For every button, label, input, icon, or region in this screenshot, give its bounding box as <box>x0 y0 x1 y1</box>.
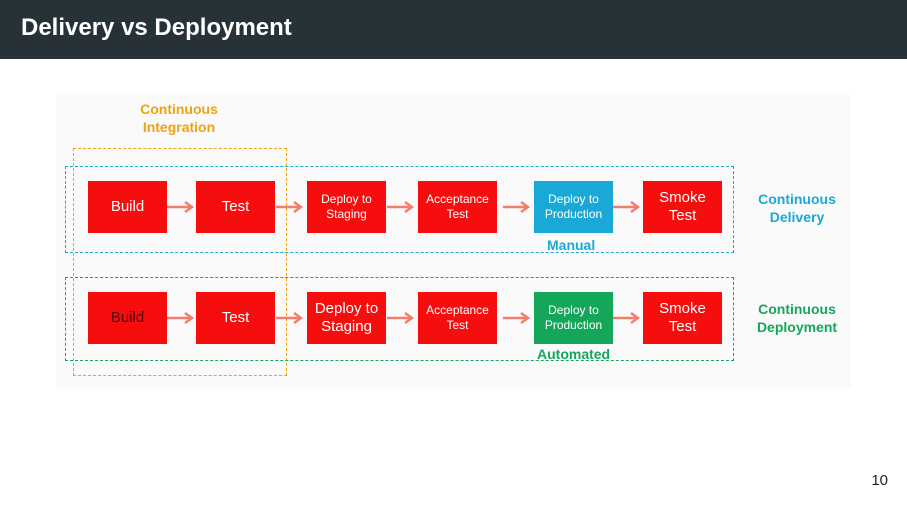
continuous-deployment-label: Continuous Deployment <box>756 301 838 335</box>
continuous-deployment-box <box>65 277 734 361</box>
deployment-stage-build: Build <box>88 292 167 344</box>
deployment-stage-acceptance-test: Acceptance Test <box>418 292 497 344</box>
arrow-right-icon <box>276 312 304 324</box>
deployment-stage-deploy-staging: Deploy to Staging <box>307 292 386 344</box>
automated-gate-label: Automated <box>537 346 611 362</box>
arrow-right-icon <box>167 201 195 213</box>
arrow-right-icon <box>503 201 531 213</box>
continuous-delivery-box <box>65 166 734 253</box>
delivery-stage-smoke-test: Smoke Test <box>643 181 722 233</box>
slide-title: Delivery vs Deployment <box>21 14 292 41</box>
delivery-stage-deploy-staging: Deploy to Staging <box>307 181 386 233</box>
manual-gate-label: Manual <box>547 237 596 253</box>
continuous-integration-box <box>73 148 287 376</box>
arrow-right-icon <box>387 312 415 324</box>
delivery-stage-deploy-production: Deploy to Production <box>534 181 613 233</box>
delivery-stage-test: Test <box>196 181 275 233</box>
arrow-right-icon <box>276 201 304 213</box>
delivery-stage-acceptance-test: Acceptance Test <box>418 181 497 233</box>
deployment-stage-smoke-test: Smoke Test <box>643 292 722 344</box>
arrow-right-icon <box>167 312 195 324</box>
delivery-stage-build: Build <box>88 181 167 233</box>
arrow-right-icon <box>613 201 641 213</box>
title-bar: Delivery vs Deployment <box>0 0 907 59</box>
arrow-right-icon <box>503 312 531 324</box>
arrow-right-icon <box>613 312 641 324</box>
continuous-integration-label: Continuous Integration <box>140 101 218 135</box>
deployment-stage-test: Test <box>196 292 275 344</box>
deployment-stage-deploy-production: Deploy to Production <box>534 292 613 344</box>
continuous-delivery-label: Continuous Delivery <box>758 191 836 225</box>
arrow-right-icon <box>387 201 415 213</box>
page-number: 10 <box>871 472 888 489</box>
